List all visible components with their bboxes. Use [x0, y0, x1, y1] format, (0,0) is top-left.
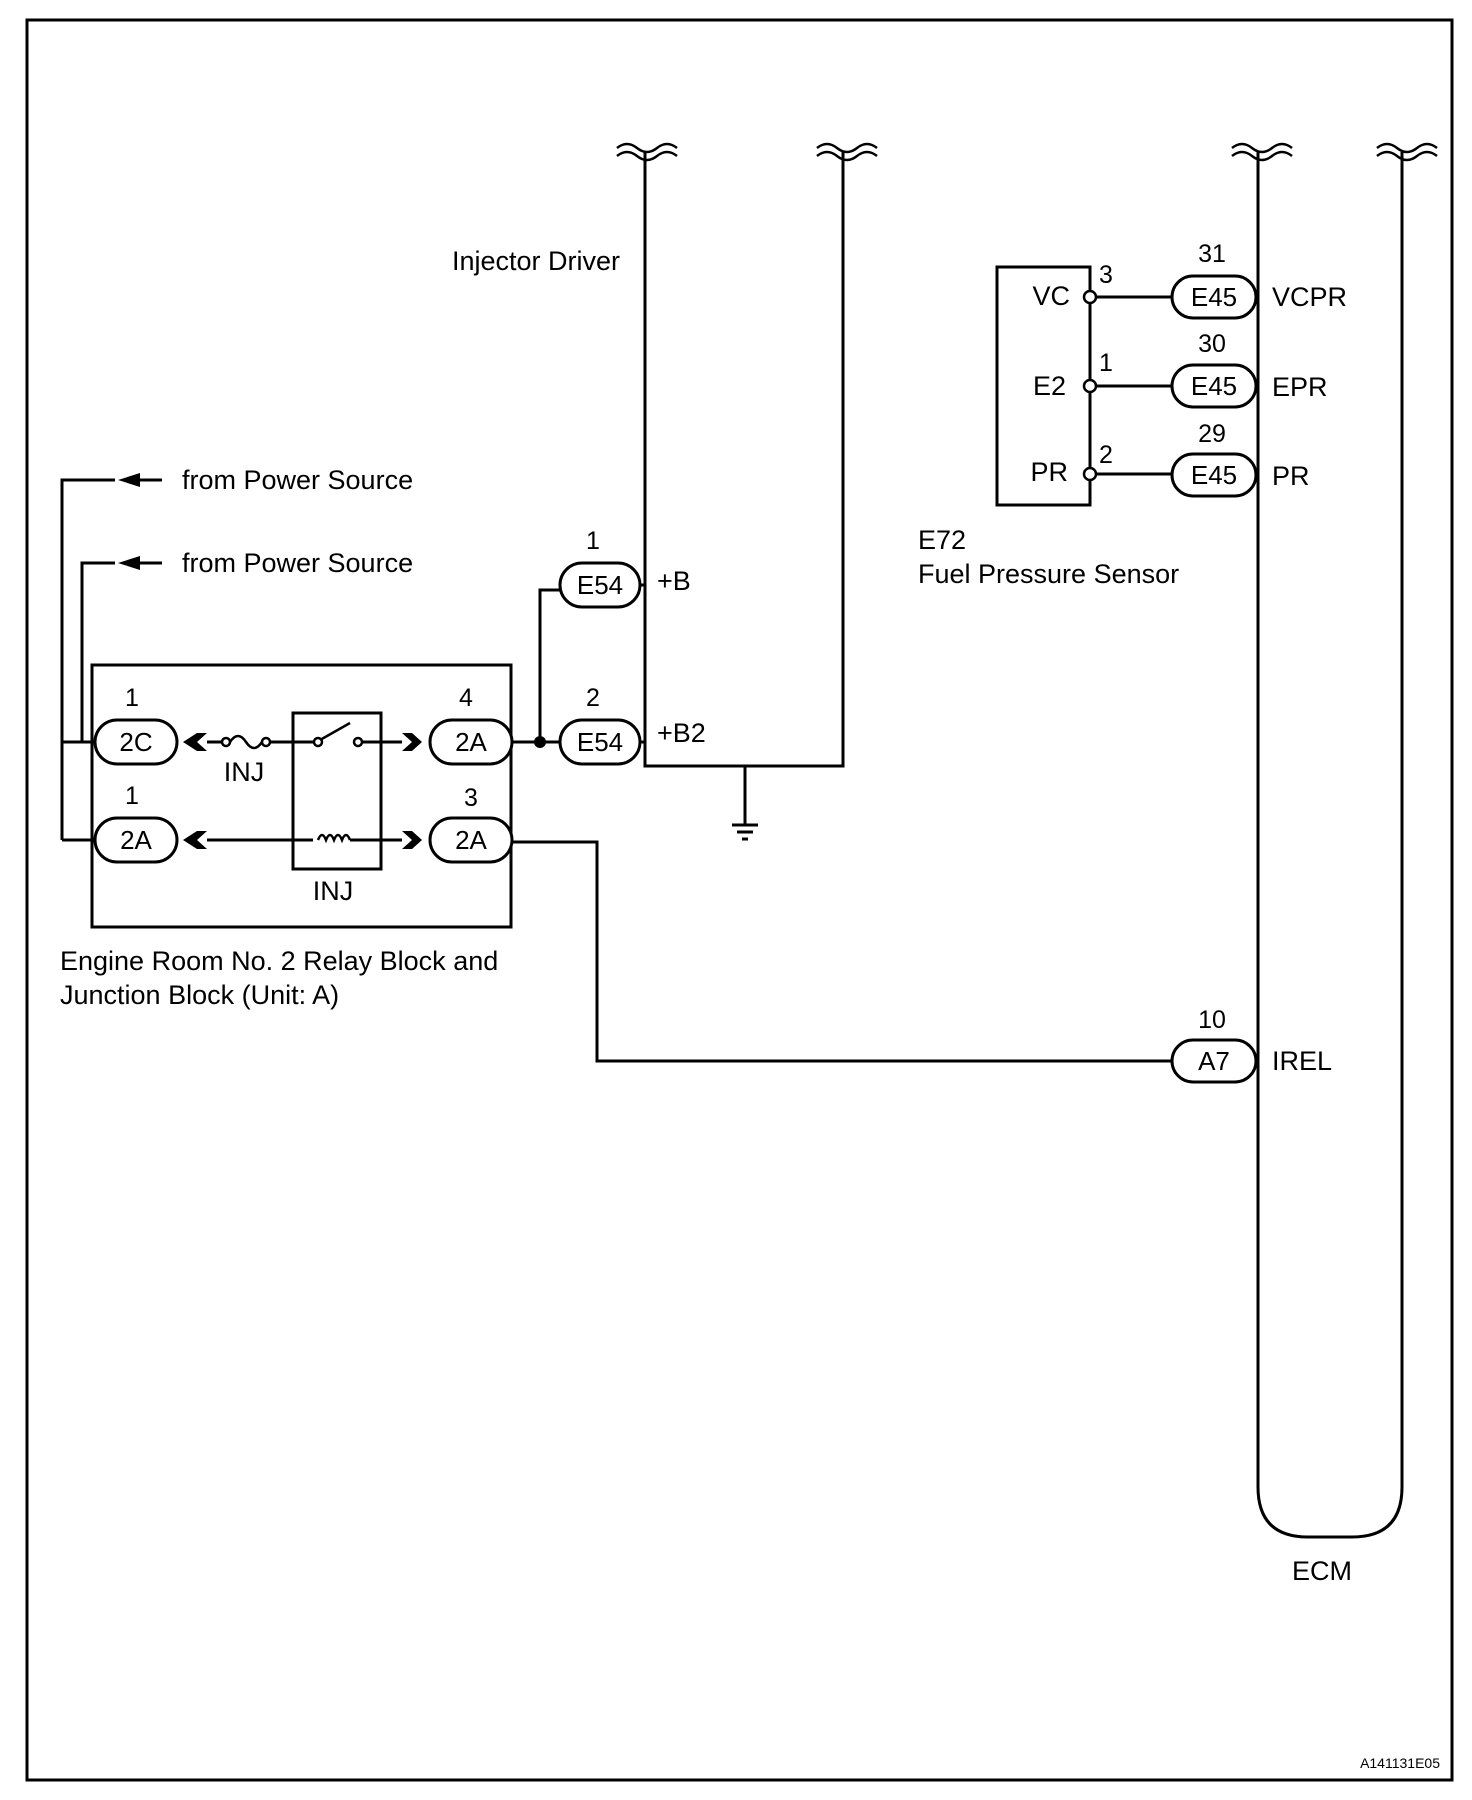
- ecm-terminal-irel: A7 10 IREL: [1170, 1006, 1332, 1084]
- signal-label: +B2: [657, 718, 706, 748]
- connector-code: 2A: [455, 727, 487, 757]
- wires: [512, 588, 1172, 1063]
- pin-number: 1: [125, 782, 139, 810]
- injector-driver-outline: [643, 152, 845, 768]
- ecm-terminal-pr: E45 29 PR: [1170, 420, 1310, 498]
- pin-number: 1: [586, 527, 600, 555]
- connector-code: 2A: [455, 825, 487, 855]
- ecm-terminal-epr: E45 30 EPR: [1170, 330, 1328, 409]
- signal-label: VCPR: [1272, 282, 1347, 312]
- diagram-frame: [25, 18, 1454, 1782]
- connector-bullet-icon: [402, 733, 422, 751]
- sensor-terminal-name: PR: [1030, 457, 1068, 487]
- pin-number: 30: [1198, 330, 1226, 358]
- relay-label: INJ: [313, 876, 354, 906]
- connector-e45: [1170, 363, 1258, 409]
- break-mark: [816, 150, 878, 162]
- pin-number: 3: [1099, 261, 1113, 289]
- pin-number: 10: [1198, 1006, 1226, 1034]
- break-mark: [816, 142, 878, 154]
- connector-e45: [1170, 274, 1258, 320]
- power-source-feeds: from Power Source from Power Source: [60, 465, 413, 742]
- signal-label: PR: [1272, 461, 1310, 491]
- break-mark: [1376, 142, 1438, 154]
- break-mark: [616, 150, 678, 162]
- ecm-outline: [1256, 152, 1404, 1539]
- relay-block-title: Junction Block (Unit: A): [60, 980, 339, 1010]
- ecm-terminal-vcpr: E45 31 VCPR: [1170, 240, 1347, 320]
- break-mark: [1231, 142, 1293, 154]
- injector-driver-label: Injector Driver: [452, 246, 620, 276]
- connector-e45: [1170, 452, 1258, 498]
- sensor-terminal-name: E2: [1033, 371, 1066, 401]
- connector-code: A7: [1198, 1046, 1230, 1076]
- sensor-name: Fuel Pressure Sensor: [918, 559, 1179, 589]
- break-mark: [1231, 150, 1293, 162]
- fuse-label: INJ: [224, 757, 265, 787]
- power-source-label: from Power Source: [182, 548, 413, 578]
- pin-number: 29: [1198, 420, 1226, 448]
- ground-symbol: [732, 766, 758, 841]
- terminal-plus-b2: E54 2 +B2: [558, 684, 706, 766]
- relay-block-title: Engine Room No. 2 Relay Block and: [60, 946, 498, 976]
- connector-code: E45: [1191, 460, 1237, 490]
- pin-number: 2: [1099, 441, 1113, 469]
- relay-coil-icon: [316, 833, 352, 844]
- pin-number: 4: [459, 684, 473, 712]
- fuse-icon: [220, 734, 272, 750]
- figure-id: A141131E05: [1360, 1755, 1440, 1771]
- arrow-left-icon: [118, 473, 140, 487]
- pin-number: 31: [1198, 240, 1226, 268]
- connector-2a: [428, 816, 514, 864]
- pin-number: 3: [464, 784, 478, 812]
- fuel-pressure-sensor: VC E2 PR 3 1 2 E72 Fuel Pressure Sensor: [918, 261, 1179, 589]
- relay-body: [291, 711, 383, 871]
- injector-driver: Injector Driver E54 1 +B E54 2 +B2: [452, 142, 878, 841]
- pin-number: 2: [586, 684, 600, 712]
- ecm: ECM: [1231, 142, 1438, 1586]
- pin-number: 1: [125, 684, 139, 712]
- sensor-terminal-name: VC: [1032, 281, 1070, 311]
- connector-bullet-icon: [183, 831, 207, 849]
- connector-code: E54: [577, 727, 623, 757]
- signal-label: +B: [657, 566, 691, 596]
- terminal-plus-b: E54 1 +B: [558, 527, 691, 609]
- relay-block: 2C 1 2A 1 INJ 2A 4: [60, 663, 514, 1010]
- signal-label: EPR: [1272, 372, 1328, 402]
- ecm-label: ECM: [1292, 1556, 1352, 1586]
- connector-code: E45: [1191, 282, 1237, 312]
- arrow-left-icon: [118, 556, 140, 570]
- break-mark: [616, 142, 678, 154]
- signal-label: IREL: [1272, 1046, 1332, 1076]
- connector-bullet-icon: [402, 831, 422, 849]
- relay-block-outline: [90, 663, 513, 929]
- connector-bullet-icon: [183, 733, 207, 751]
- power-source-label: from Power Source: [182, 465, 413, 495]
- connector-code: 2C: [119, 727, 152, 757]
- connector-code: E54: [577, 570, 623, 600]
- relay-switch-icon: [312, 721, 364, 748]
- sensor-code: E72: [918, 525, 966, 555]
- connector-code: E45: [1191, 371, 1237, 401]
- connector-code: 2A: [120, 825, 152, 855]
- break-mark: [1376, 150, 1438, 162]
- pin-number: 1: [1099, 349, 1113, 377]
